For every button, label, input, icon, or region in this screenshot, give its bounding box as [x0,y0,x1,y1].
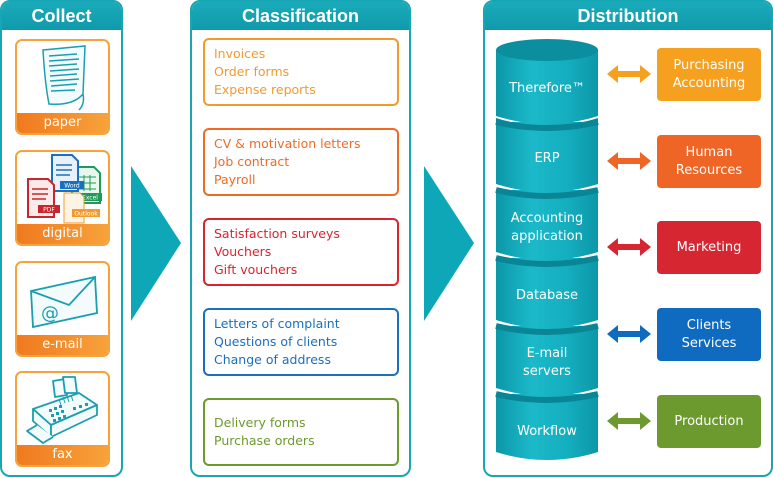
category-item: Expense reports [214,82,316,97]
category-box-hr[interactable]: CV & motivation letters Job contract Pay… [203,128,399,196]
category-item: Gift vouchers [214,262,298,277]
category-item: Job contract [214,154,290,169]
double-arrow-icon [607,238,651,256]
flow-arrow-classification-to-distribution [424,166,474,321]
outlook-tag: Outlook [74,211,98,218]
category-item: Purchase orders [214,433,315,448]
database-cylinder-icon [495,39,599,460]
category-item: CV & motivation letters [214,136,361,151]
systems-cylinder-stack: Therefore™ ERP Accounting application Da… [495,38,599,468]
double-arrow-icon [607,65,651,83]
card-label-paper: paper [17,113,108,133]
distribution-panel: Distribution [483,0,773,477]
category-item: Invoices [214,46,266,61]
category-item: Payroll [214,172,256,187]
excel-tag: Excel [82,195,98,202]
collect-panel: Collect paper Excel [0,0,123,477]
category-box-production[interactable]: Delivery forms Purchase orders [203,398,399,466]
paper-document-icon [17,41,108,115]
category-item: Delivery forms [214,415,306,430]
collect-header: Collect [2,2,121,30]
category-item: Questions of clients [214,334,338,349]
card-label-fax: fax [17,445,108,465]
category-item: Letters of complaint [214,316,340,331]
at-glyph: @ [41,303,59,324]
flow-arrow-collect-to-classification [131,166,181,321]
pdf-tag: PDF [43,207,55,214]
card-label-digital: digital [17,224,108,244]
collect-card-fax[interactable]: fax [15,371,110,467]
department-marketing[interactable]: Marketing [657,221,761,274]
category-item: Vouchers [214,244,272,259]
category-item: Change of address [214,352,331,367]
collect-card-email[interactable]: @ e-mail [15,261,110,357]
classification-panel: Classification Invoices Order forms Expe… [190,0,411,477]
card-label-email: e-mail [17,335,108,355]
category-item: Order forms [214,64,290,79]
fax-machine-icon [17,373,108,447]
double-arrow-icon [607,325,651,343]
word-tag: Word [64,183,80,190]
department-production[interactable]: Production [657,395,761,448]
distribution-header: Distribution [485,2,771,30]
category-item: Satisfaction surveys [214,226,340,241]
classification-header: Classification [192,2,409,30]
category-box-clients[interactable]: Letters of complaint Questions of client… [203,308,399,376]
collect-card-paper[interactable]: paper [15,39,110,135]
envelope-at-icon: @ [17,263,108,337]
category-box-marketing[interactable]: Satisfaction surveys Vouchers Gift vouch… [203,218,399,286]
digital-files-icon: Excel Outlook Word PDF [17,152,108,226]
double-arrow-icon [607,152,651,170]
collect-card-digital[interactable]: Excel Outlook Word PDF digital [15,150,110,246]
category-box-finance[interactable]: Invoices Order forms Expense reports [203,38,399,106]
double-arrow-icon [607,412,651,430]
